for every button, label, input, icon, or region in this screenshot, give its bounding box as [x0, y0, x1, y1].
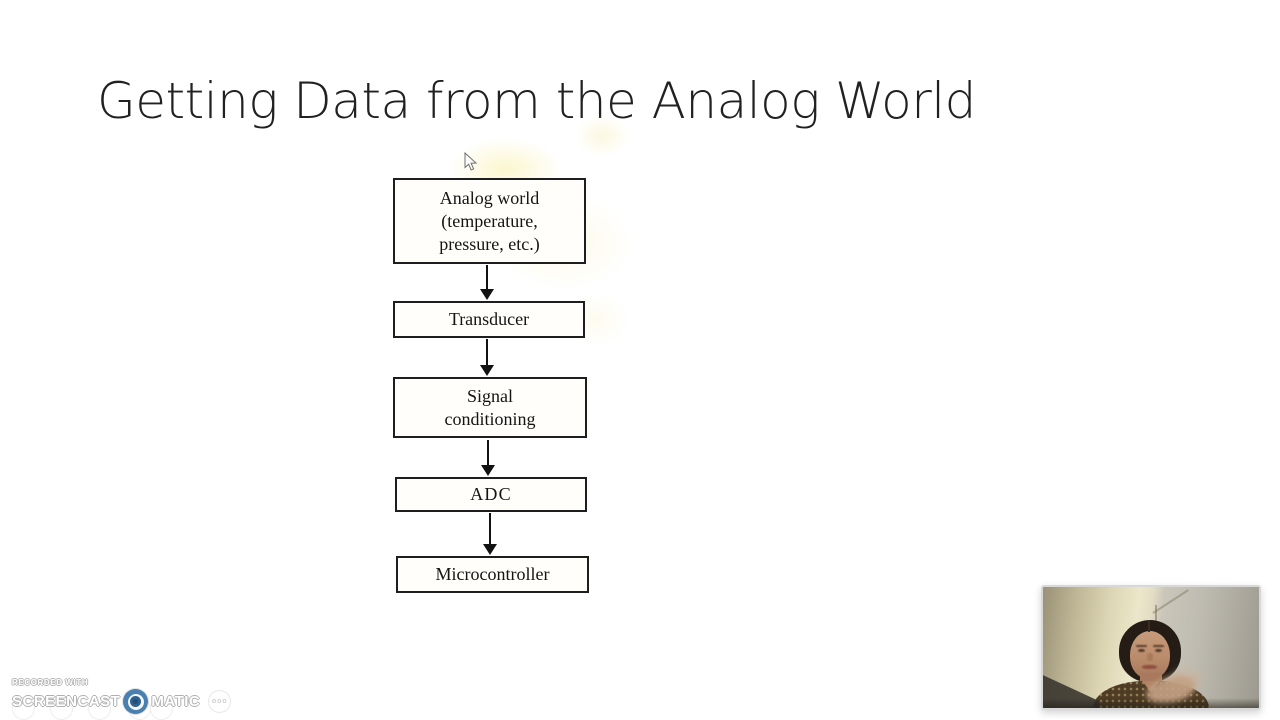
logo-center-dot — [133, 699, 139, 704]
flowchart-node-transducer: Transducer — [393, 301, 585, 338]
logo-inner-disc — [130, 696, 142, 707]
presenter-face-features — [1043, 587, 1259, 708]
presenter-face — [1130, 631, 1170, 679]
more-dots-text: ooo — [211, 698, 228, 705]
presenter-webcam-overlay — [1041, 585, 1261, 710]
slide-title: Getting Data from the Analog World — [97, 72, 976, 130]
logo-white-ring — [127, 693, 144, 710]
arrow-head — [480, 365, 494, 376]
screencast-o-matic-logo-icon — [123, 689, 149, 714]
flowchart-node-adc: ADC — [395, 477, 587, 512]
flowchart-node-signal-conditioning: Signal conditioning — [393, 377, 587, 438]
arrow-head — [481, 465, 495, 476]
arrow-head — [483, 544, 497, 555]
arrow-shaft — [487, 440, 489, 466]
watermark-more-dots: ooo — [208, 690, 232, 713]
flowchart-node-microcontroller: Microcontroller — [396, 556, 589, 593]
flowchart-node-analog-world: Analog world (temperature, pressure, etc… — [393, 178, 586, 264]
arrow-shaft — [486, 339, 488, 366]
arrow-shaft — [489, 513, 491, 545]
node-label-line: Analog world — [439, 187, 540, 208]
presenter-eye — [1138, 649, 1145, 652]
webcam-bottom-shade — [1043, 698, 1259, 708]
node-label-line: conditioning — [444, 408, 536, 429]
mouse-cursor-arrow-icon — [464, 152, 478, 171]
brand-text-screencast: SCREENCAST — [12, 693, 121, 710]
presenter-eye — [1155, 649, 1162, 652]
node-label-line: Microcontroller — [435, 564, 550, 584]
arrow-shaft — [486, 265, 488, 290]
flow-arrow-down-icon — [481, 440, 495, 476]
recorded-with-label: RECORDED WITH — [12, 678, 89, 687]
presenter-eyebrow — [1136, 645, 1147, 647]
node-label-line: Signal — [466, 385, 513, 406]
presenter-mouth — [1142, 665, 1157, 669]
flow-arrow-down-icon — [483, 513, 497, 555]
node-label-line: ADC — [470, 484, 512, 504]
arrow-head — [480, 289, 494, 300]
presenter-eyebrow — [1153, 645, 1164, 647]
node-label-line: Transducer — [448, 309, 530, 329]
node-label-line: pressure, etc.) — [439, 233, 540, 254]
node-label-line: (temperature, — [441, 210, 538, 231]
flow-arrow-down-icon — [480, 265, 494, 300]
presenter-hair-part — [1148, 620, 1150, 632]
screencast-o-matic-watermark: RECORDED WITH SCREENCAST MATIC ooo — [12, 678, 232, 720]
presenter-nose — [1147, 653, 1153, 661]
watermark-brand: SCREENCAST MATIC ooo — [12, 689, 232, 720]
flow-arrow-down-icon — [480, 339, 494, 376]
brand-text-matic: MATIC — [151, 693, 201, 710]
